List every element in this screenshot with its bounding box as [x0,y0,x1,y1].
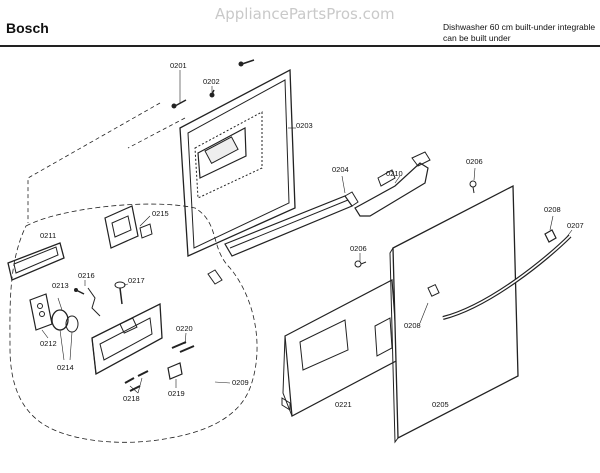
label-0216: 0216 [78,271,95,280]
actuator-pin [114,281,126,305]
label-0203: 0203 [296,121,313,130]
label-0206-lower: 0206 [350,244,367,253]
control-housing [91,302,163,376]
part-labels: 0201 0202 0203 0204 0210 0206 0208 0207 … [40,61,584,409]
knob-ring [51,309,79,333]
leader-lines [41,70,573,394]
description-line-1: Dishwasher 60 cm built-under integrable [443,22,596,32]
label-0210: 0210 [386,169,403,178]
relay-0219 [167,362,183,380]
label-0207: 0207 [567,221,584,230]
spring-0216 [87,287,101,317]
label-0215: 0215 [152,209,169,218]
screw-0206-lower [354,260,367,268]
label-0213: 0213 [52,281,69,290]
assembly-guide-lines [27,102,186,223]
screw-0202 [209,89,215,98]
inner-door-panel [179,68,296,257]
exploded-parts-diagram: 0201 0202 0203 0204 0210 0206 0208 0207 … [7,59,584,444]
brand-title: Bosch [6,20,49,36]
connector-0218 [124,370,149,392]
label-0205: 0205 [432,400,449,409]
button-module [29,293,53,331]
trim-strip [207,191,359,285]
display-frame [7,242,65,281]
model-description: Dishwasher 60 cm built-under integrable … [443,22,595,44]
label-0202: 0202 [203,77,220,86]
label-0206-upper: 0206 [466,157,483,166]
label-0209: 0209 [232,378,249,387]
pin-0213 [74,288,85,295]
label-0204: 0204 [332,165,349,174]
switch-module [104,205,153,249]
screw-0201-right [238,59,255,67]
label-0211: 0211 [40,231,56,240]
label-0201: 0201 [170,61,187,70]
door-handle [442,234,572,320]
handle-end-cap [544,229,557,243]
hinge-bracket [354,151,431,217]
label-0212: 0212 [40,339,57,348]
control-group-outline [9,203,258,443]
header-divider [0,45,600,47]
label-0219: 0219 [168,389,185,398]
label-0217: 0217 [128,276,145,285]
label-0208-upper: 0208 [544,205,561,214]
label-0214: 0214 [57,363,74,372]
screw-0206-upper [469,180,477,194]
label-0208-lower: 0208 [404,321,421,330]
screw-0201-left [171,99,187,109]
label-0218: 0218 [123,394,140,403]
switch-0220 [171,341,195,353]
description-line-2: can be built under [443,33,511,43]
watermark: AppliancePartsPros.com [215,5,395,23]
page-header: AppliancePartsPros.com Bosch Dishwasher … [0,0,600,48]
rear-panel [281,279,399,417]
label-0221: 0221 [335,400,352,409]
label-0220: 0220 [176,324,193,333]
